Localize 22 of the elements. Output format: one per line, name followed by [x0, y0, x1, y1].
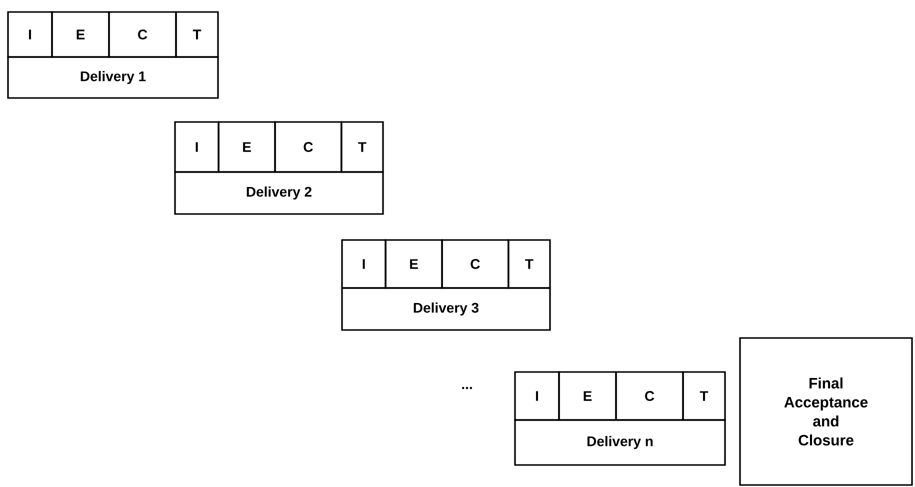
cell-box: E: [218, 121, 276, 173]
cell-box: C: [615, 371, 684, 421]
cell-box: E: [384, 239, 443, 289]
cell-box: I: [174, 121, 220, 173]
delivery-box: Delivery 1: [7, 56, 219, 99]
cell-box: I: [514, 371, 560, 421]
cell-box: T: [682, 371, 726, 421]
ellipsis: ...: [462, 386, 472, 390]
cell-box: C: [274, 121, 342, 173]
cell-box: C: [441, 239, 510, 289]
delivery-box: Delivery 3: [341, 287, 551, 331]
cell-box: T: [508, 239, 551, 289]
cell-box: C: [108, 11, 177, 58]
cell-box: T: [175, 11, 219, 58]
cell-box: T: [340, 121, 384, 173]
cell-box: E: [558, 371, 617, 421]
cell-box: I: [341, 239, 386, 289]
final-box: Final Acceptance and Closure: [739, 337, 913, 486]
delivery-box: Delivery 2: [174, 171, 384, 215]
cell-box: E: [51, 11, 110, 58]
cell-box: I: [7, 11, 53, 58]
delivery-box: Delivery n: [514, 419, 726, 466]
